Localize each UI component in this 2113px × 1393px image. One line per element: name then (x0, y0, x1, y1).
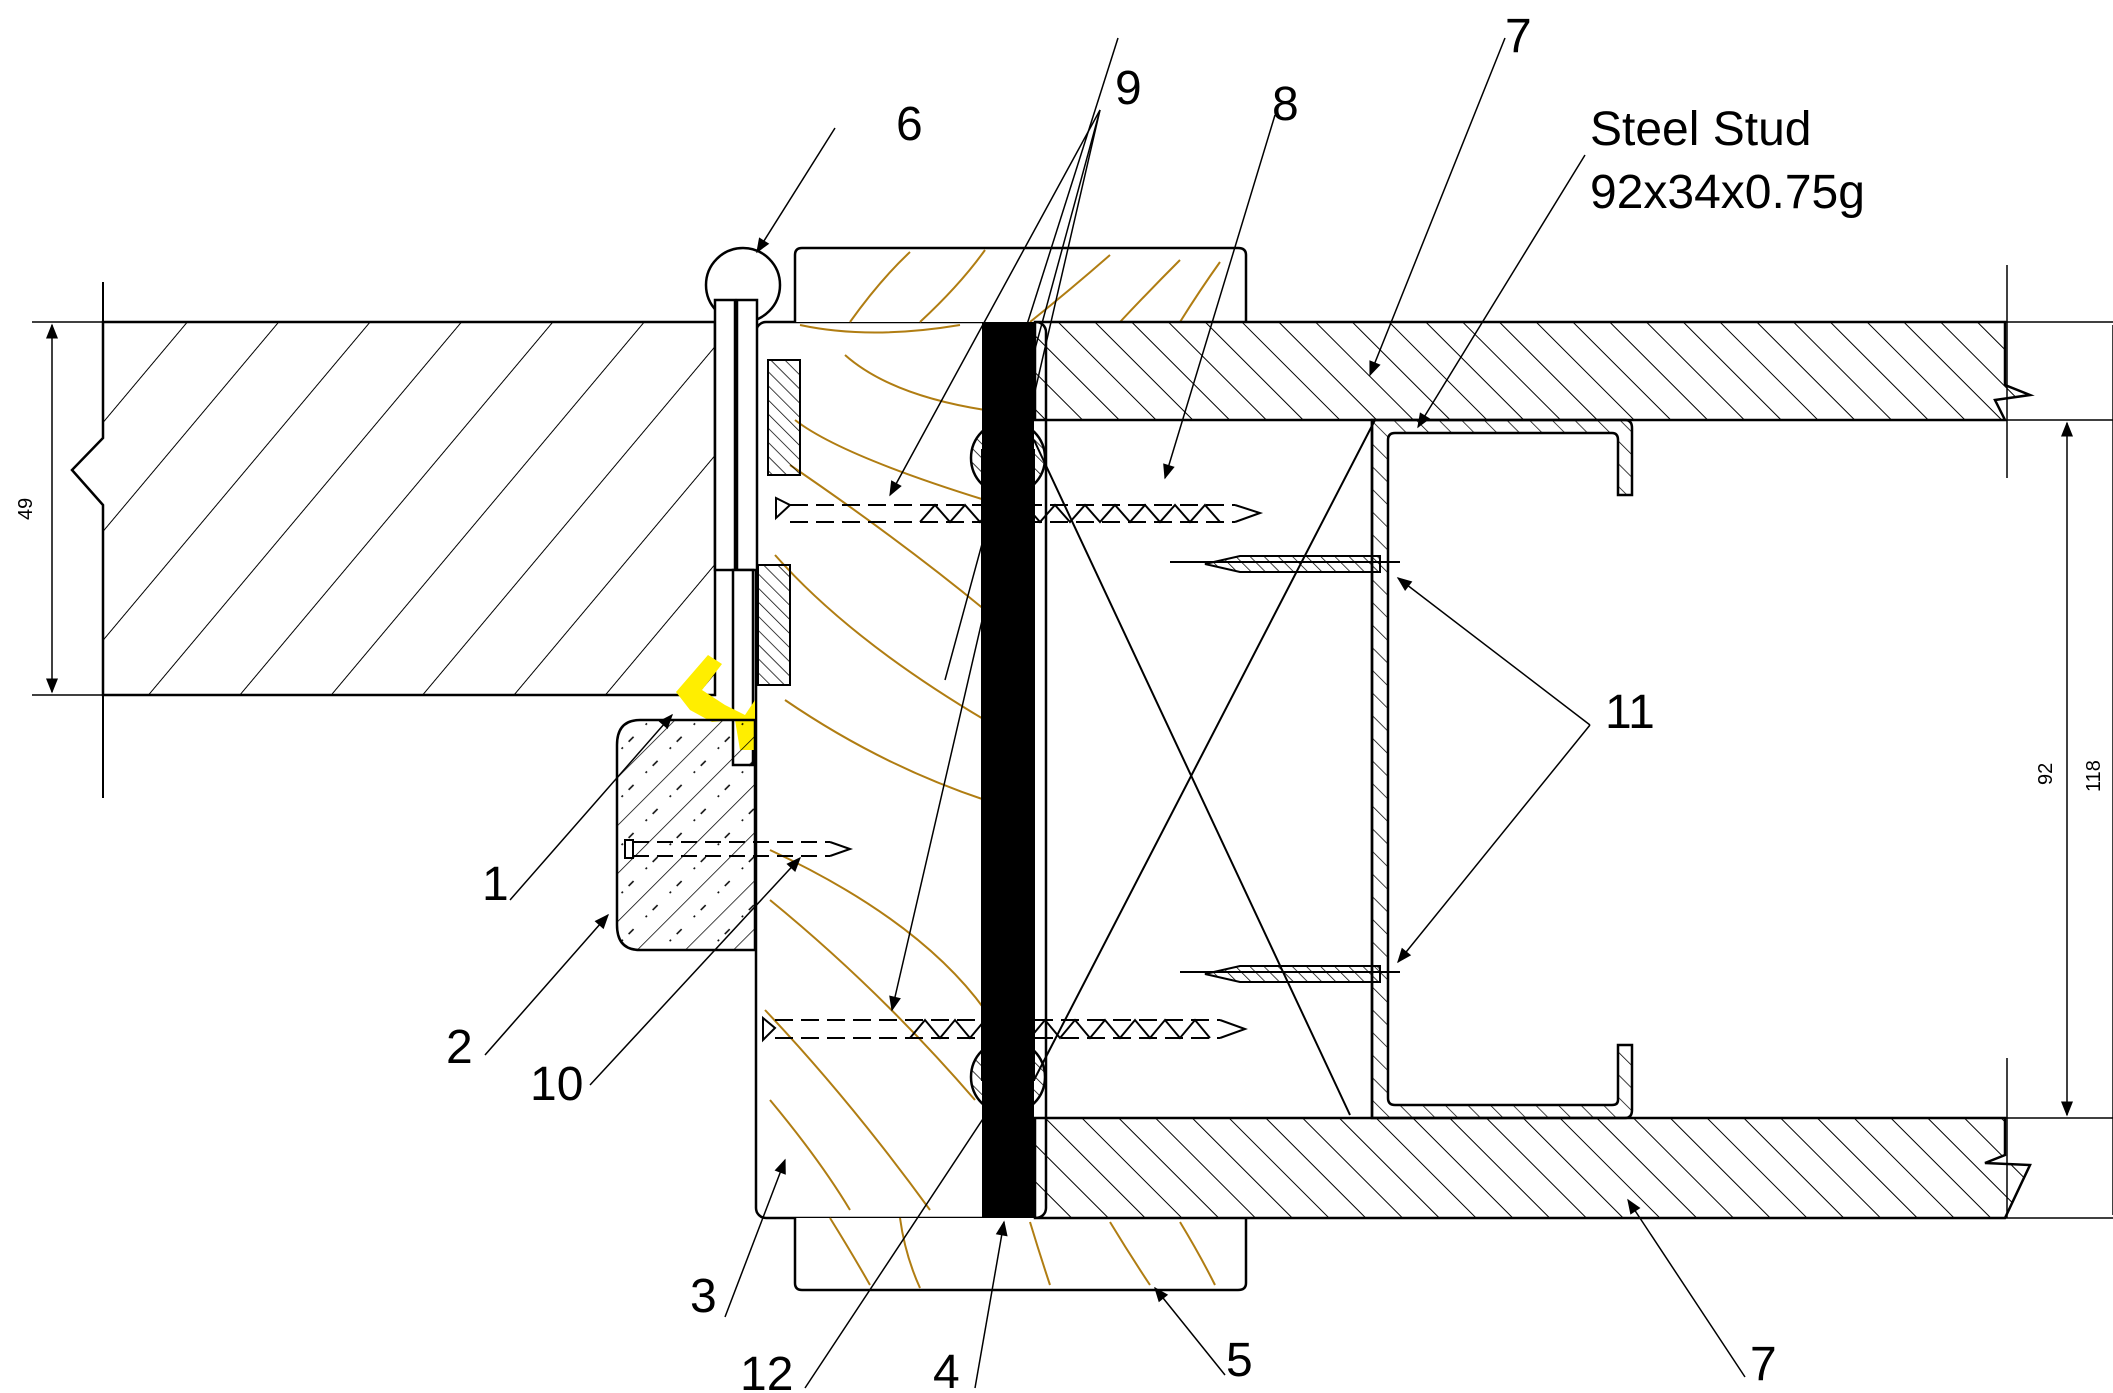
label-12: 12 (740, 1348, 793, 1393)
dimension-labels: 49 92 118 (15, 498, 2105, 792)
dimension-lines (32, 265, 2113, 1219)
label-7-top: 7 (1505, 10, 1532, 63)
architrave-bottom (793, 1217, 1248, 1292)
door-seal (676, 655, 755, 750)
wood-grain (764, 324, 986, 1211)
backing-rod-top (969, 419, 1047, 497)
plasterboard-top (1033, 320, 2035, 422)
backing-rod-bottom (969, 1038, 1047, 1116)
label-6: 6 (896, 98, 923, 151)
stop-bead (615, 718, 757, 952)
steel-stud (1370, 418, 1634, 1120)
label-9: 9 (1115, 62, 1142, 115)
leader-lines (484, 37, 1746, 1389)
label-8: 8 (1272, 78, 1299, 131)
label-2: 2 (446, 1021, 473, 1074)
plasterboard-bottom (1033, 1116, 2032, 1220)
cross-lines (1033, 419, 1376, 1116)
architrave-top (793, 246, 1248, 323)
fixings (624, 496, 1400, 1043)
steel-stud-label: Steel Stud (1590, 103, 1811, 156)
label-11: 11 (1605, 686, 1655, 739)
steel-stud-size: 92x34x0.75g (1590, 166, 1865, 219)
dim-wall-thickness: 118 (2083, 760, 2105, 792)
door-leaf (70, 282, 717, 798)
label-7-bottom: 7 (1750, 1338, 1777, 1391)
callout-labels: 1 2 3 4 5 6 7 7 8 9 10 11 12 Steel Stud … (446, 10, 1865, 1393)
packer-core (981, 449, 1035, 1081)
label-3: 3 (690, 1270, 717, 1323)
label-4: 4 (933, 1346, 960, 1393)
dim-stud-depth: 92 (2035, 763, 2057, 785)
label-1: 1 (482, 858, 509, 911)
label-10: 10 (530, 1058, 583, 1111)
dim-door-thickness: 49 (15, 498, 37, 520)
label-5: 5 (1226, 1334, 1253, 1387)
timber-jamb (754, 320, 1048, 1220)
